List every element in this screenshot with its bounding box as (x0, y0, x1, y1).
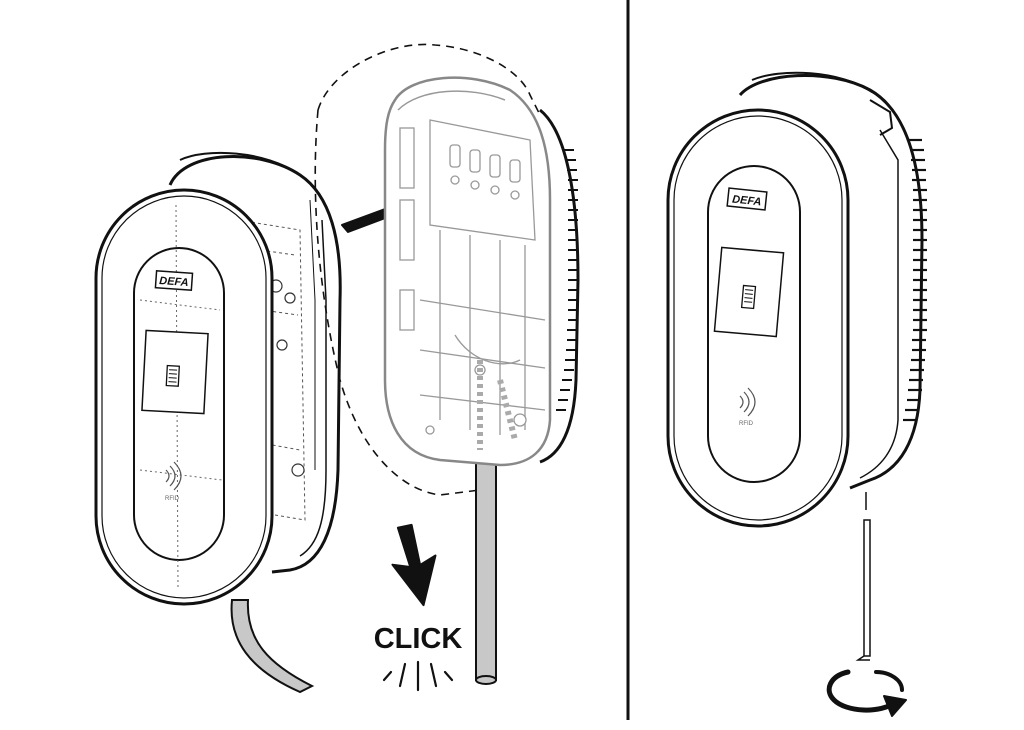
click-label: CLICK (374, 623, 463, 655)
center-ghost-unit (383, 76, 580, 685)
left-panel: DEFA RFID (94, 151, 342, 694)
right-brand-text: DEFA (732, 193, 762, 208)
center-cable (475, 451, 497, 681)
right-card-reader-icon (740, 284, 757, 310)
card-reader-icon (165, 364, 180, 387)
click-burst-icon (382, 660, 454, 692)
right-brand-logo (726, 187, 768, 211)
left-brand-logo (154, 269, 194, 292)
right-rfid-text: RFID (739, 421, 754, 427)
rotate-arrow-icon (826, 669, 907, 717)
right-rfid-icon (739, 387, 756, 417)
right-panel: DEFA RFID (666, 71, 927, 717)
left-brand-text: DEFA (159, 275, 189, 289)
hex-key-icon (855, 492, 871, 661)
left-cable (230, 599, 315, 694)
center-ghost-body (383, 76, 552, 467)
ghost-outline (314, 43, 541, 496)
rfid-icon (165, 461, 182, 491)
down-arrow-icon (391, 523, 437, 607)
left-rfid-text: RFID (165, 496, 180, 502)
